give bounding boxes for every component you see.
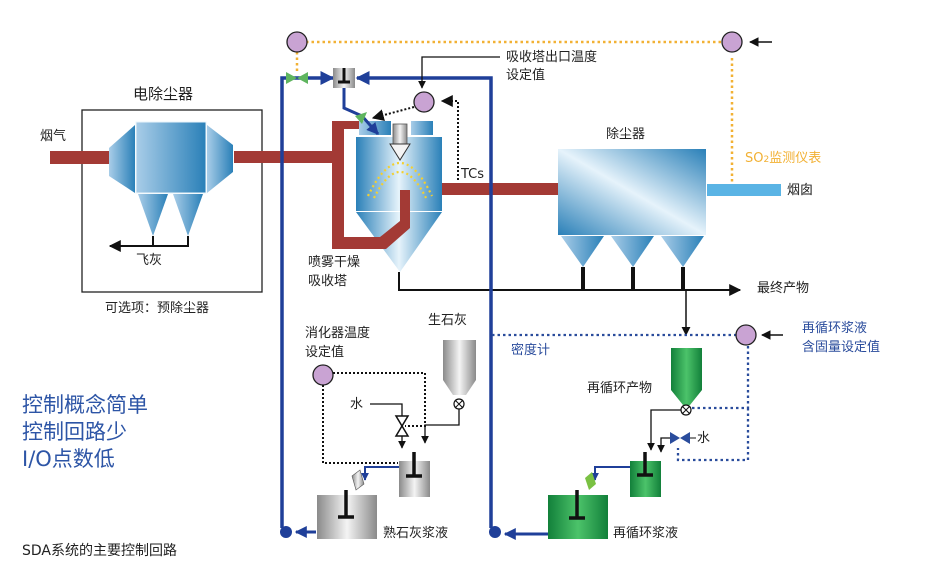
dust-collector-label: 除尘器 [606, 127, 646, 142]
slaker-water-label: 水 [350, 397, 364, 412]
recycle-solids-controller[interactable] [735, 324, 757, 346]
recycle-water-line [657, 437, 670, 453]
lime-slurry-agitator [338, 490, 354, 519]
flue-gas-inlet-duct [50, 151, 110, 164]
lime-grit-screen [351, 469, 365, 491]
esp-hopper-2 [173, 194, 203, 236]
diagram-caption: SDA系统的主要控制回路 [22, 543, 177, 559]
recycle-mix-agitator [637, 452, 653, 477]
recycle-solids-sp-label-1: 再循环浆液 [802, 321, 868, 336]
spray-pattern [367, 162, 433, 199]
slaker-water-line [370, 403, 403, 416]
recycle-slurry-label: 再循环浆液 [613, 526, 679, 541]
absorber-inlet-plenum [359, 121, 391, 135]
recycle-product-feed-line [647, 409, 681, 451]
quicklime-feed-line [421, 409, 460, 444]
absorber-temp-controller[interactable] [413, 91, 435, 113]
so2-setpoint-controller[interactable] [721, 31, 743, 53]
stack-duct [707, 184, 781, 196]
recycle-slurry-feed-line [355, 71, 493, 528]
note-line: 控制概念简单 [22, 393, 148, 417]
so2-control-loop [295, 40, 734, 182]
recycle-transfer-line [591, 466, 630, 481]
flue-gas-label: 烟气 [40, 129, 67, 144]
recycle-solids-sp-label-2: 含固量设定值 [802, 340, 881, 355]
hopper-discharge-lines [581, 267, 685, 290]
slaker-water-valve-top [394, 415, 410, 428]
fly-ash-line [110, 236, 189, 246]
recycle-slurry-pump [489, 526, 501, 538]
key-features-note: 控制概念简单 控制回路少 I/O点数低 [22, 392, 148, 473]
dust-collector-hopper-3 [661, 236, 704, 267]
absorber-temp-setpoint-arrow [418, 56, 500, 89]
spray-dryer-label-2: 吸收塔 [308, 274, 348, 289]
dust-collector-hopper-2 [611, 236, 654, 267]
recycle-water-valve-left [670, 432, 680, 444]
lime-feed-valve-right [297, 72, 308, 84]
absorber-outlet-temp-sp-label-1: 吸收塔出口温度 [506, 50, 598, 65]
density-control-loop [492, 333, 750, 462]
absorber-temp-output-line [371, 106, 415, 121]
lime-slurry-label: 熟石灰浆液 [383, 526, 449, 541]
recycle-water-label: 水 [697, 431, 711, 446]
so2-controller[interactable] [286, 31, 308, 53]
tcs-label: TCs [461, 167, 485, 182]
final-product-label: 最终产物 [757, 281, 810, 296]
recycle-product-label: 再循环产物 [587, 381, 653, 396]
atomizer-body [392, 123, 408, 145]
atomizer-feed-valve [355, 112, 367, 124]
recycle-slurry-agitator [569, 490, 585, 520]
precollector-box [81, 109, 263, 293]
dust-collector-hopper-1 [561, 236, 604, 267]
note-line: I/O点数低 [22, 447, 115, 471]
quicklime-label: 生石灰 [428, 313, 468, 328]
recycle-product-silo [671, 348, 702, 405]
fly-ash-label: 飞灰 [136, 253, 163, 268]
slaker-temp-sp-label-1: 消化器温度 [305, 326, 371, 341]
absorber-outlet-duct [442, 183, 558, 195]
dust-collector-body [558, 149, 706, 235]
esp-outlet-hood [207, 125, 233, 193]
slaker-temp-sp-label-2: 设定值 [305, 345, 345, 360]
lime-slurry-pump [280, 526, 292, 538]
esp-label: 电除尘器 [133, 85, 194, 103]
so2-monitor-label: SO2监测仪表 [745, 151, 822, 166]
recycle-water-valve-right [680, 432, 690, 444]
esp-body [135, 121, 207, 194]
density-meter-label: 密度计 [511, 343, 551, 358]
slaker-agitator [406, 452, 422, 478]
stack-label: 烟囱 [787, 183, 814, 198]
esp-hopper-1 [138, 194, 168, 236]
atomizer-feed-line [342, 88, 380, 135]
lime-slurry-feed-line [280, 71, 335, 528]
absorber-inlet-plenum-2 [411, 121, 433, 135]
spray-dryer-cone [356, 212, 442, 272]
optional-precollector-label: 可选项：预除尘器 [105, 301, 210, 316]
final-product-line [398, 272, 742, 296]
recycle-grit-screen [585, 472, 596, 490]
tcs-signal-line [440, 95, 459, 180]
absorber-inlet-duct [332, 121, 410, 249]
spray-dryer-label-1: 喷雾干燥 [308, 255, 361, 270]
slaked-lime-transfer-line [361, 466, 399, 481]
feed-mixer-agitator [338, 68, 350, 84]
slaker-temp-controller[interactable] [312, 364, 334, 386]
slaker-control-loop [322, 372, 426, 464]
absorber-outlet-temp-sp-label-2: 设定值 [506, 68, 546, 83]
lime-feed-valve-left [286, 72, 297, 84]
slaker-water-valve-bottom [394, 424, 410, 437]
quicklime-silo [443, 340, 476, 395]
esp-inlet-hood [109, 125, 135, 193]
note-line: 控制回路少 [22, 420, 127, 444]
atomizer-icon [389, 143, 411, 161]
esp-outlet-duct [234, 151, 334, 163]
